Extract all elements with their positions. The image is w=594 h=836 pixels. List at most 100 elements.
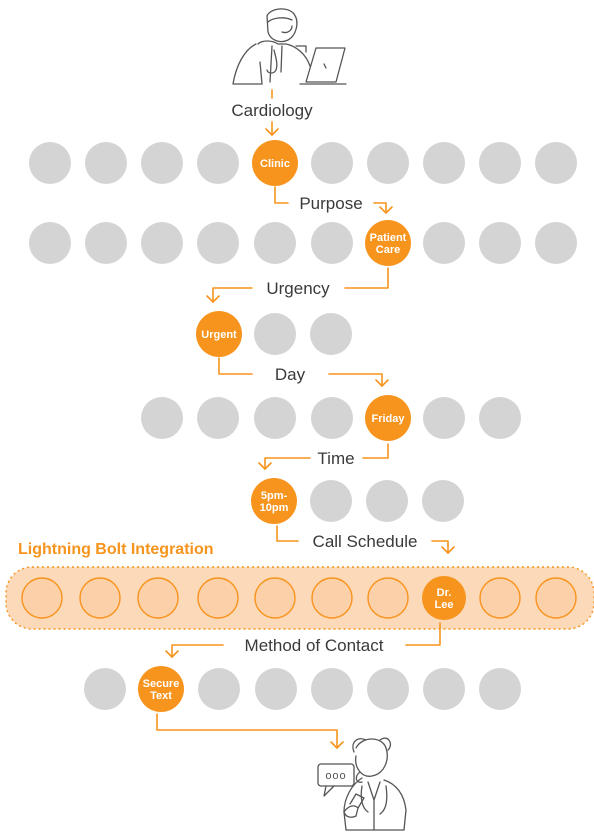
option-node[interactable] <box>311 397 353 439</box>
option-node[interactable] <box>423 222 465 264</box>
specialty-label: Cardiology <box>231 101 313 120</box>
option-node[interactable] <box>311 222 353 264</box>
option-node[interactable] <box>367 668 409 710</box>
option-node[interactable] <box>535 222 577 264</box>
option-node[interactable] <box>479 577 521 619</box>
option-node[interactable] <box>141 222 183 264</box>
selected-node-label: Friday <box>371 413 405 425</box>
option-node[interactable] <box>254 313 296 355</box>
connector <box>328 373 383 387</box>
option-node[interactable] <box>422 480 464 522</box>
option-node[interactable] <box>310 480 352 522</box>
arrow-head <box>330 741 344 749</box>
option-node[interactable] <box>85 142 127 184</box>
option-node[interactable] <box>197 397 239 439</box>
doctor-with-phone-speech-bubble-icon: ooo <box>317 737 407 831</box>
arrow-head <box>206 295 220 303</box>
option-node[interactable] <box>311 142 353 184</box>
connector <box>212 287 253 303</box>
arrow-head <box>441 546 455 554</box>
option-node[interactable] <box>255 668 297 710</box>
option-node[interactable] <box>254 222 296 264</box>
selected-node-label: Secure <box>143 678 180 690</box>
selected-node-friday[interactable] <box>365 395 411 441</box>
option-node[interactable] <box>29 142 71 184</box>
option-node[interactable] <box>423 668 465 710</box>
day-step-label: Day <box>275 365 306 384</box>
option-node[interactable] <box>366 480 408 522</box>
method-of-contact-step-label: Method of Contact <box>245 636 384 655</box>
connector <box>274 186 289 204</box>
selected-node-label: Text <box>150 690 172 702</box>
connector <box>156 713 338 749</box>
urgency-row: Urgent <box>196 311 352 357</box>
integration-label: Lightning Bolt Integration <box>18 541 214 558</box>
connector <box>373 202 387 214</box>
selected-node-label: 5pm- <box>261 490 288 502</box>
option-node[interactable] <box>254 397 296 439</box>
option-node[interactable] <box>197 142 239 184</box>
option-node[interactable] <box>141 397 183 439</box>
option-node[interactable] <box>198 668 240 710</box>
selected-node-patient-care[interactable] <box>365 220 411 266</box>
option-node[interactable] <box>311 577 353 619</box>
connector <box>431 540 449 554</box>
selected-node-label: Lee <box>435 599 454 611</box>
arrow-head <box>265 128 279 136</box>
connector <box>171 644 224 658</box>
selected-node-label: Clinic <box>260 158 290 170</box>
option-node[interactable] <box>423 142 465 184</box>
option-node[interactable] <box>254 577 296 619</box>
selected-node-clinic[interactable] <box>252 140 298 186</box>
day-row: Friday <box>141 395 521 441</box>
arrow-head <box>379 206 393 214</box>
purpose-step-label: Purpose <box>299 194 362 213</box>
urgency-step-label: Urgency <box>266 279 330 298</box>
option-node[interactable] <box>311 668 353 710</box>
option-node[interactable] <box>137 577 179 619</box>
option-node[interactable] <box>535 142 577 184</box>
connector <box>264 457 311 470</box>
option-node[interactable] <box>84 668 126 710</box>
option-node[interactable] <box>197 577 239 619</box>
time-step-label: Time <box>317 449 354 468</box>
call-schedule-step-label: Call Schedule <box>313 532 418 551</box>
selected-node-label: Care <box>376 244 400 256</box>
selected-node-label: Patient <box>370 232 407 244</box>
option-node[interactable] <box>479 397 521 439</box>
option-node[interactable] <box>141 142 183 184</box>
call-schedule-row: Dr.Lee <box>21 576 577 620</box>
option-node[interactable] <box>29 222 71 264</box>
option-node[interactable] <box>85 222 127 264</box>
option-node[interactable] <box>79 577 121 619</box>
connector <box>218 357 253 375</box>
option-node[interactable] <box>197 222 239 264</box>
option-node[interactable] <box>479 142 521 184</box>
selected-node-urgent[interactable] <box>196 311 242 357</box>
selected-node-label: Dr. <box>437 587 452 599</box>
connector <box>276 525 299 542</box>
selected-node-dr-lee[interactable] <box>422 576 466 620</box>
arrow-head <box>375 379 389 387</box>
selected-node-label: Urgent <box>201 329 237 341</box>
selected-node-label: 10pm <box>260 502 289 514</box>
option-node[interactable] <box>310 313 352 355</box>
option-node[interactable] <box>535 577 577 619</box>
option-node[interactable] <box>367 142 409 184</box>
option-node[interactable] <box>21 577 63 619</box>
option-node[interactable] <box>367 577 409 619</box>
time-row: 5pm-10pm <box>251 478 464 524</box>
selected-node-time-slot[interactable] <box>251 478 297 524</box>
arrow-head <box>165 650 179 658</box>
option-node[interactable] <box>423 397 465 439</box>
speech-bubble-dots: ooo <box>325 770 346 782</box>
option-node[interactable] <box>479 668 521 710</box>
connector <box>344 267 389 289</box>
selected-node-secure-text[interactable] <box>138 666 184 712</box>
option-node[interactable] <box>479 222 521 264</box>
arrow-head <box>258 462 272 470</box>
